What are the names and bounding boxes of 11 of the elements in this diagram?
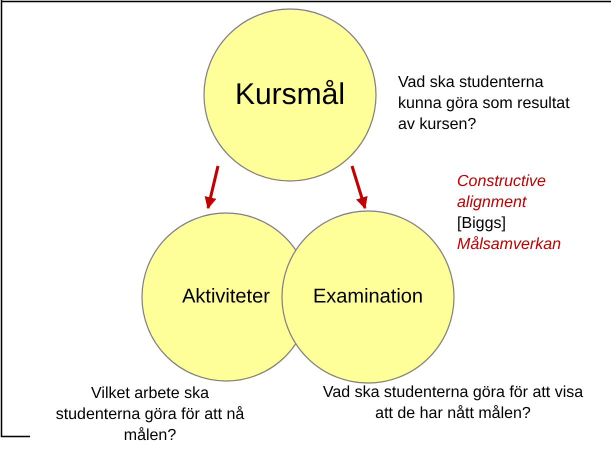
question-text: Vad ska studenterna göra för att visa att de har nått målen?: [322, 383, 584, 424]
question-text: Vilket arbete ska studenterna göra för att nå målen?: [54, 384, 246, 446]
note-text: Målsamverkan: [457, 235, 562, 255]
question-text: Vad ska studenterna kunna göra som resultat av kursen?: [398, 73, 571, 135]
note-text: [Biggs]: [457, 214, 507, 234]
arrow: [204, 166, 220, 210]
note-text: Constructive alignment: [457, 172, 547, 213]
node-label: Aktiviteter: [181, 286, 271, 308]
arrow: [350, 166, 368, 210]
node-label: Kursmål: [234, 78, 346, 112]
node-label: Examination: [312, 286, 424, 308]
